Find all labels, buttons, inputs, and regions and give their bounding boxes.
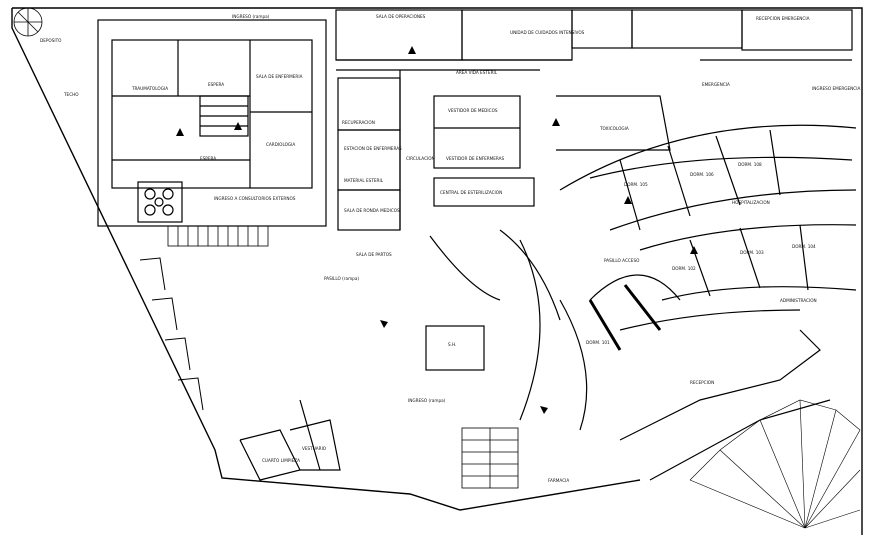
label-material-esteril: MATERIAL ESTERIL bbox=[344, 178, 384, 183]
curved-wing bbox=[559, 124, 857, 331]
label-ingreso-consultorios: INGRESO A CONSULTORIOS EXTERNOS bbox=[214, 196, 296, 201]
label-recuperacion: RECUPERACION bbox=[342, 120, 375, 125]
label-cardiologia: CARDIOLOGIA bbox=[266, 142, 295, 147]
label-recepcion: RECEPCION bbox=[690, 380, 714, 385]
label-area-vida-esteril: AREA VIDA ESTERIL bbox=[456, 70, 498, 75]
label-estacion-enfermeras: ESTACION DE ENFERMERAS bbox=[344, 146, 402, 151]
hatched-walls bbox=[588, 284, 662, 351]
label-espera-top: ESPERA bbox=[208, 82, 224, 87]
label-traumatologia: TRAUMATOLOGIA bbox=[131, 86, 168, 91]
compass-icon bbox=[13, 7, 43, 37]
label-vestidor-medicos: VESTIDOR DE MEDICOS bbox=[448, 108, 498, 113]
label-dorm-101: DORM. 101 bbox=[586, 340, 610, 345]
stairs-annex bbox=[167, 225, 269, 247]
site-boundary bbox=[11, 7, 863, 535]
room-labels: DEPOSITO TECHO INGRESO (rampa) SALA DE O… bbox=[40, 14, 860, 483]
label-sala-operaciones: SALA DE OPERACIONES bbox=[376, 14, 426, 19]
label-sala-partos: SALA DE PARTOS bbox=[356, 252, 392, 257]
label-hall-rampa: PASILLO (rampa) bbox=[324, 276, 359, 281]
label-sala-enfermeria: SALA DE ENFERMERIA bbox=[256, 74, 303, 79]
label-techo: TECHO bbox=[63, 92, 79, 97]
label-pasillo-acceso: PASILLO ACCESO bbox=[604, 258, 640, 263]
label-dorm-106: DORM. 106 bbox=[690, 172, 714, 177]
stairs-bottom bbox=[461, 427, 519, 489]
label-ingreso-rampa-top: INGRESO (rampa) bbox=[232, 14, 270, 19]
label-dorm-103: DORM. 103 bbox=[740, 250, 764, 255]
perimeter-steps bbox=[139, 257, 204, 411]
bottom-left-rooms bbox=[239, 399, 341, 481]
label-sala-ronda-medicos: SALA DE RONDA MEDICOS bbox=[344, 208, 400, 213]
label-toxicologia: TOXICOLOGIA bbox=[599, 126, 629, 131]
top-rooms bbox=[335, 9, 853, 61]
label-cuarto-limpieza: CUARTO LIMPIEZA bbox=[262, 458, 300, 463]
label-unidad-cuidados: UNIDAD DE CUIDADOS INTENSIVOS bbox=[510, 30, 585, 35]
label-ingreso-rampa-bottom: INGRESO (rampa) bbox=[408, 398, 446, 403]
label-farmacia: FARMACIA bbox=[548, 478, 569, 483]
label-emergencia: EMERGENCIA bbox=[702, 82, 730, 87]
label-central-esterilizacion: CENTRAL DE ESTERILIZACION bbox=[440, 190, 502, 195]
label-dorm-104: DORM. 104 bbox=[792, 244, 816, 249]
label-vestuario: VESTUARIO bbox=[302, 446, 327, 451]
label-dorm-105: DORM. 105 bbox=[624, 182, 648, 187]
label-vestidor-enfermeras: VESTIDOR DE ENFERMERAS bbox=[446, 156, 505, 161]
label-dorm-102: DORM. 102 bbox=[672, 266, 696, 271]
fan-hatch bbox=[689, 399, 861, 529]
label-hospitalizacion: HOSPITALIZACION bbox=[732, 200, 770, 205]
label-espera-center: ESPERA bbox=[200, 156, 216, 161]
direction-arrows bbox=[176, 46, 698, 414]
label-circulacion: CIRCULACION bbox=[406, 156, 435, 161]
label-sh: S.H. bbox=[448, 342, 456, 347]
label-recepcion-emergencia: RECEPCION EMERGENCIA bbox=[756, 16, 810, 21]
label-deposito: DEPOSITO bbox=[40, 38, 62, 43]
central-blocks bbox=[336, 69, 671, 231]
label-dorm-108: DORM. 108 bbox=[738, 162, 762, 167]
label-administracion: ADMINISTRACION bbox=[780, 298, 817, 303]
label-ingreso-emergencia: INGRESO EMERGENCIA bbox=[812, 86, 860, 91]
